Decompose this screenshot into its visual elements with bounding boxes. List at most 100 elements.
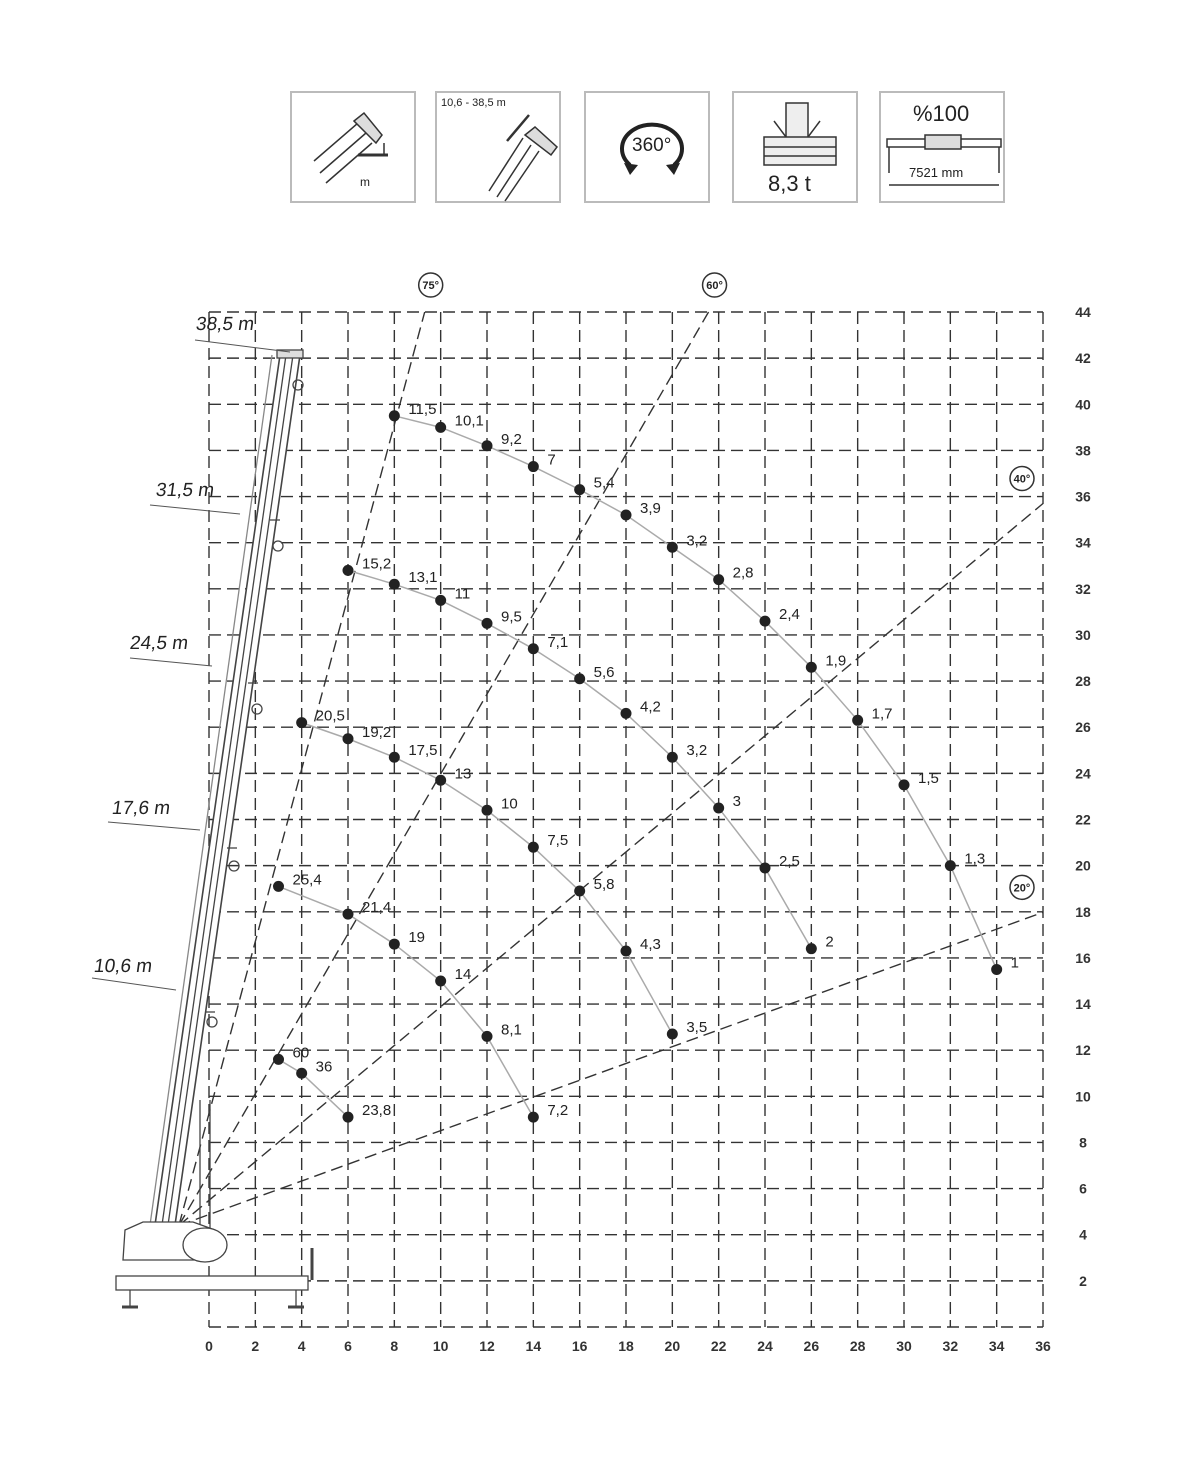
x-tick-label: 2: [251, 1338, 259, 1354]
x-tick-label: 10: [433, 1338, 449, 1354]
y-tick-label: 44: [1075, 304, 1091, 320]
outrigger-drawing: [886, 134, 1002, 186]
radius-label: m: [360, 175, 370, 189]
counterweight-icon: 8,3 t: [732, 91, 858, 203]
x-tick-label: 12: [479, 1338, 495, 1354]
load-point: [296, 1067, 308, 1079]
x-tick-label: 20: [665, 1338, 681, 1354]
load-value-label: 17,5: [408, 742, 437, 759]
load-point: [991, 963, 1003, 975]
load-curve: [394, 415, 998, 970]
load-point: [388, 410, 400, 422]
load-value-label: 7,1: [547, 634, 568, 651]
load-point: [527, 841, 539, 853]
load-value-label: 10: [501, 795, 518, 812]
load-value-label: 2,4: [779, 606, 800, 623]
load-value-label: 9,5: [501, 608, 522, 625]
y-tick-label: 28: [1075, 673, 1091, 689]
load-value-label: 8,1: [501, 1021, 522, 1038]
angle-line-75: [178, 311, 426, 1226]
load-point: [435, 774, 447, 786]
rotation-arrows: [620, 122, 684, 175]
crane-drawing: [91, 339, 314, 1309]
load-point: [852, 714, 864, 726]
radius-icon: m: [290, 91, 416, 203]
load-value-label: 3,5: [686, 1019, 707, 1036]
angle-line-40: [178, 502, 1044, 1227]
load-value-label: 13,1: [408, 569, 437, 586]
load-value-label: 2: [825, 934, 833, 951]
load-point: [481, 1030, 493, 1042]
load-value-label: 4,2: [640, 698, 661, 715]
boom-label-10-6: 10,6 m: [92, 956, 154, 977]
load-point: [342, 908, 354, 920]
boom-label-17-6: 17,6 m: [110, 798, 172, 819]
load-point: [388, 578, 400, 590]
load-point: [759, 615, 771, 627]
angle-label: 20°: [1014, 882, 1031, 894]
y-tick-label: 34: [1075, 535, 1091, 551]
y-tick-label: 22: [1075, 812, 1091, 828]
y-tick-label: 20: [1075, 858, 1091, 874]
boom-label-24-5: 24,5 m: [128, 633, 190, 654]
y-tick-label: 14: [1075, 996, 1091, 1012]
y-tick-label: 16: [1075, 950, 1091, 966]
load-point: [527, 1111, 539, 1123]
angle-badge: [1009, 874, 1035, 901]
load-value-label: 2,8: [733, 565, 754, 582]
x-tick-label: 8: [390, 1338, 398, 1354]
load-value-label: 1,7: [872, 705, 893, 722]
load-point: [805, 661, 817, 673]
load-value-label: 2,5: [779, 853, 800, 870]
x-tick-label: 24: [757, 1338, 773, 1354]
load-point: [805, 943, 817, 955]
load-value-label: 20,5: [316, 708, 345, 725]
boom-label-31-5: 31,5 m: [154, 480, 216, 501]
load-value-label: 21,4: [362, 899, 391, 916]
angle-badge: [701, 272, 728, 298]
load-point: [574, 885, 586, 897]
load-point: [342, 1111, 354, 1123]
load-value-label: 3,2: [686, 532, 707, 549]
y-tick-label: 6: [1079, 1181, 1087, 1197]
load-point: [666, 541, 678, 553]
angle-label: 40°: [1014, 474, 1031, 486]
x-tick-label: 30: [896, 1338, 912, 1354]
boom-length-icon: 10,6 - 38,5 m: [435, 91, 561, 203]
load-point: [388, 751, 400, 763]
load-value-label: 19,2: [362, 724, 391, 741]
load-point: [481, 804, 493, 816]
load-value-label: 11,5: [408, 401, 436, 418]
boom-radius-drawing: [313, 111, 388, 184]
x-tick-label: 26: [804, 1338, 820, 1354]
y-tick-label: 8: [1079, 1134, 1087, 1150]
y-tick-label: 26: [1075, 719, 1091, 735]
boom-label-38-5: 38,5 m: [194, 314, 256, 335]
load-point: [574, 484, 586, 496]
load-point: [481, 440, 493, 452]
y-tick-label: 24: [1075, 765, 1091, 781]
angle-badge: [417, 272, 444, 298]
slewing-icon: 360°: [584, 91, 710, 203]
load-value-label: 23,8: [362, 1102, 391, 1119]
load-point: [435, 594, 447, 606]
x-tick-label: 16: [572, 1338, 588, 1354]
load-point: [713, 802, 725, 814]
load-point: [759, 862, 771, 874]
angle-line-60: [178, 311, 710, 1226]
load-value-label: 60: [293, 1044, 310, 1061]
y-tick-label: 4: [1079, 1227, 1087, 1243]
load-value-label: 36: [316, 1058, 333, 1075]
y-tick-label: 12: [1075, 1042, 1091, 1058]
angle-badge: [1009, 465, 1035, 492]
load-value-label: 13: [455, 765, 472, 782]
load-value-label: 1,3: [964, 851, 985, 868]
load-point: [620, 945, 632, 957]
y-tick-label: 40: [1075, 396, 1091, 412]
angle-lines: 75°60°40°20°: [178, 272, 1044, 1227]
y-tick-label: 2: [1079, 1273, 1087, 1289]
load-point: [620, 509, 632, 521]
load-point: [527, 461, 539, 473]
